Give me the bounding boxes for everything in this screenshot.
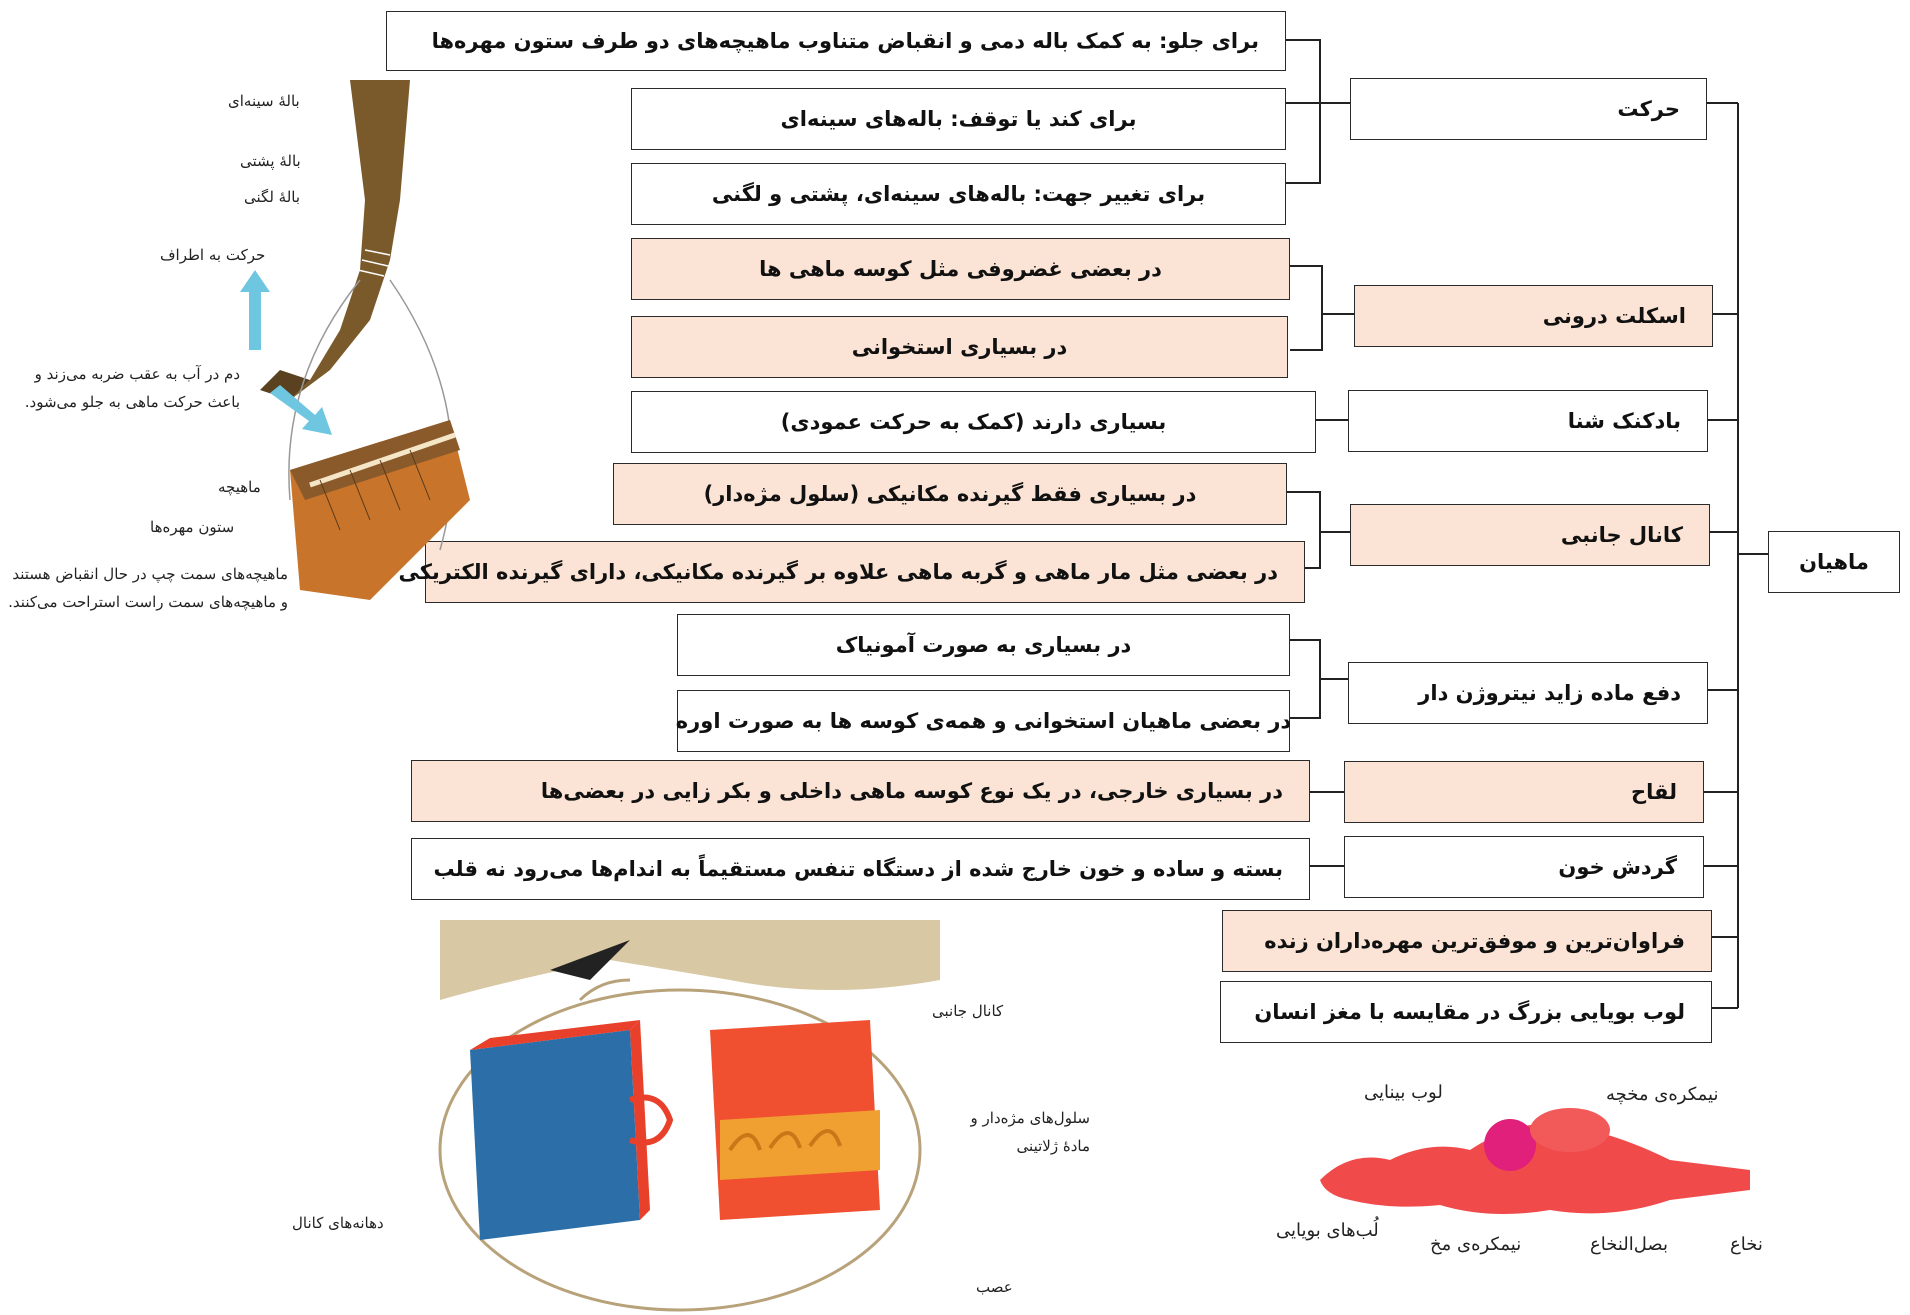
detail-swim-bladder: بسیاری دارند (کمک به حرکت عمودی) [631,391,1316,453]
detail-nitrogen-urea: در بعضی ماهیان استخوانی و همه‌ی کوسه ها … [676,690,1291,752]
category-circulation: گردش خون [1344,836,1704,898]
detail-nitrogen-ammonia: در بسیاری به صورت آمونیاک [677,614,1290,676]
label-dorsal-fin: بالهٔ پشتی [240,152,301,170]
detail-skeleton-bone: در بسیاری استخوانی [631,316,1288,378]
detail-skeleton-cartilage: در بعضی غضروفی مثل کوسه ماهی ها [631,238,1290,300]
detail-fertilization: در بسیاری خارجی، در یک نوع کوسه ماهی داخ… [411,760,1310,822]
label-tail-note: دم در آب به عقب ضربه می‌زند و باعث حرکت … [24,365,240,411]
label-olfactory-lobes: لُب‌های بویایی [1276,1220,1379,1241]
category-fertilization: لقاح [1344,761,1704,823]
detail-lateral-electric: در بعضی مثل مار ماهی و گربه ماهی علاوه ب… [341,541,1305,603]
label-cerebellum: نیمکره‌ی مخچه [1606,1084,1719,1105]
label-medulla: بصل‌النخاع [1590,1234,1669,1255]
category-swim-bladder: بادکنک شنا [1348,390,1708,452]
detail-move-forward: برای جلو: به کمک باله دمی و انقباض متناو… [386,11,1286,71]
label-canal-openings: دهانه‌های کانال [292,1214,384,1232]
label-optic-lobe: لوب بینایی [1364,1082,1443,1103]
category-skeleton: اسکلت درونی [1354,285,1713,347]
label-hair-cells: سلول‌های مژه‌دار و مادهٔ ژلاتینی [970,1109,1090,1155]
fish-brain-illustration [1320,1108,1750,1214]
detail-lateral-mechanical: در بسیاری فقط گیرنده مکانیکی (سلول مژه‌د… [613,463,1287,525]
lateral-canal-illustration [438,920,940,1312]
label-pectoral-fin: بالهٔ سینه‌ای [228,92,300,110]
label-spine: ستون مهره‌ها [150,518,235,536]
category-nitrogen: دفع ماده زاید نیتروژن دار [1348,662,1708,724]
label-nerve: عصب [976,1278,1013,1296]
category-lateral-line: کانال جانبی [1350,504,1710,566]
tail-push-arrow-icon [270,385,332,435]
label-muscle-note: ماهیچه‌های سمت چپ در حال انقباض هستند و … [8,565,288,611]
category-olfactory: لوب بویایی بزرگ در مقایسه با مغز انسان [1220,981,1712,1043]
label-muscle: ماهیچه [218,478,261,496]
label-lateral-canal: کانال جانبی [932,1002,1004,1020]
side-motion-arrow-icon [240,270,270,350]
root-fish: ماهیان [1768,531,1900,593]
detail-move-slow: برای کند یا توقف: باله‌های سینه‌ای [631,88,1286,150]
category-abundant: فراوان‌ترین و موفق‌ترین مهره‌داران زنده [1222,910,1712,972]
category-movement: حرکت [1350,78,1707,140]
detail-move-turn: برای تغییر جهت: باله‌های سینه‌ای، پشتی و… [631,163,1286,225]
label-cerebrum: نیمکره‌ی مخ [1430,1234,1522,1255]
label-side-motion: حرکت به اطراف [160,246,266,264]
label-spinal-cord: نخاع [1730,1234,1763,1255]
detail-circulation: بسته و ساده و خون خارج شده از دستگاه تنف… [411,838,1310,900]
label-pelvic-fin: بالهٔ لگنی [244,188,301,206]
